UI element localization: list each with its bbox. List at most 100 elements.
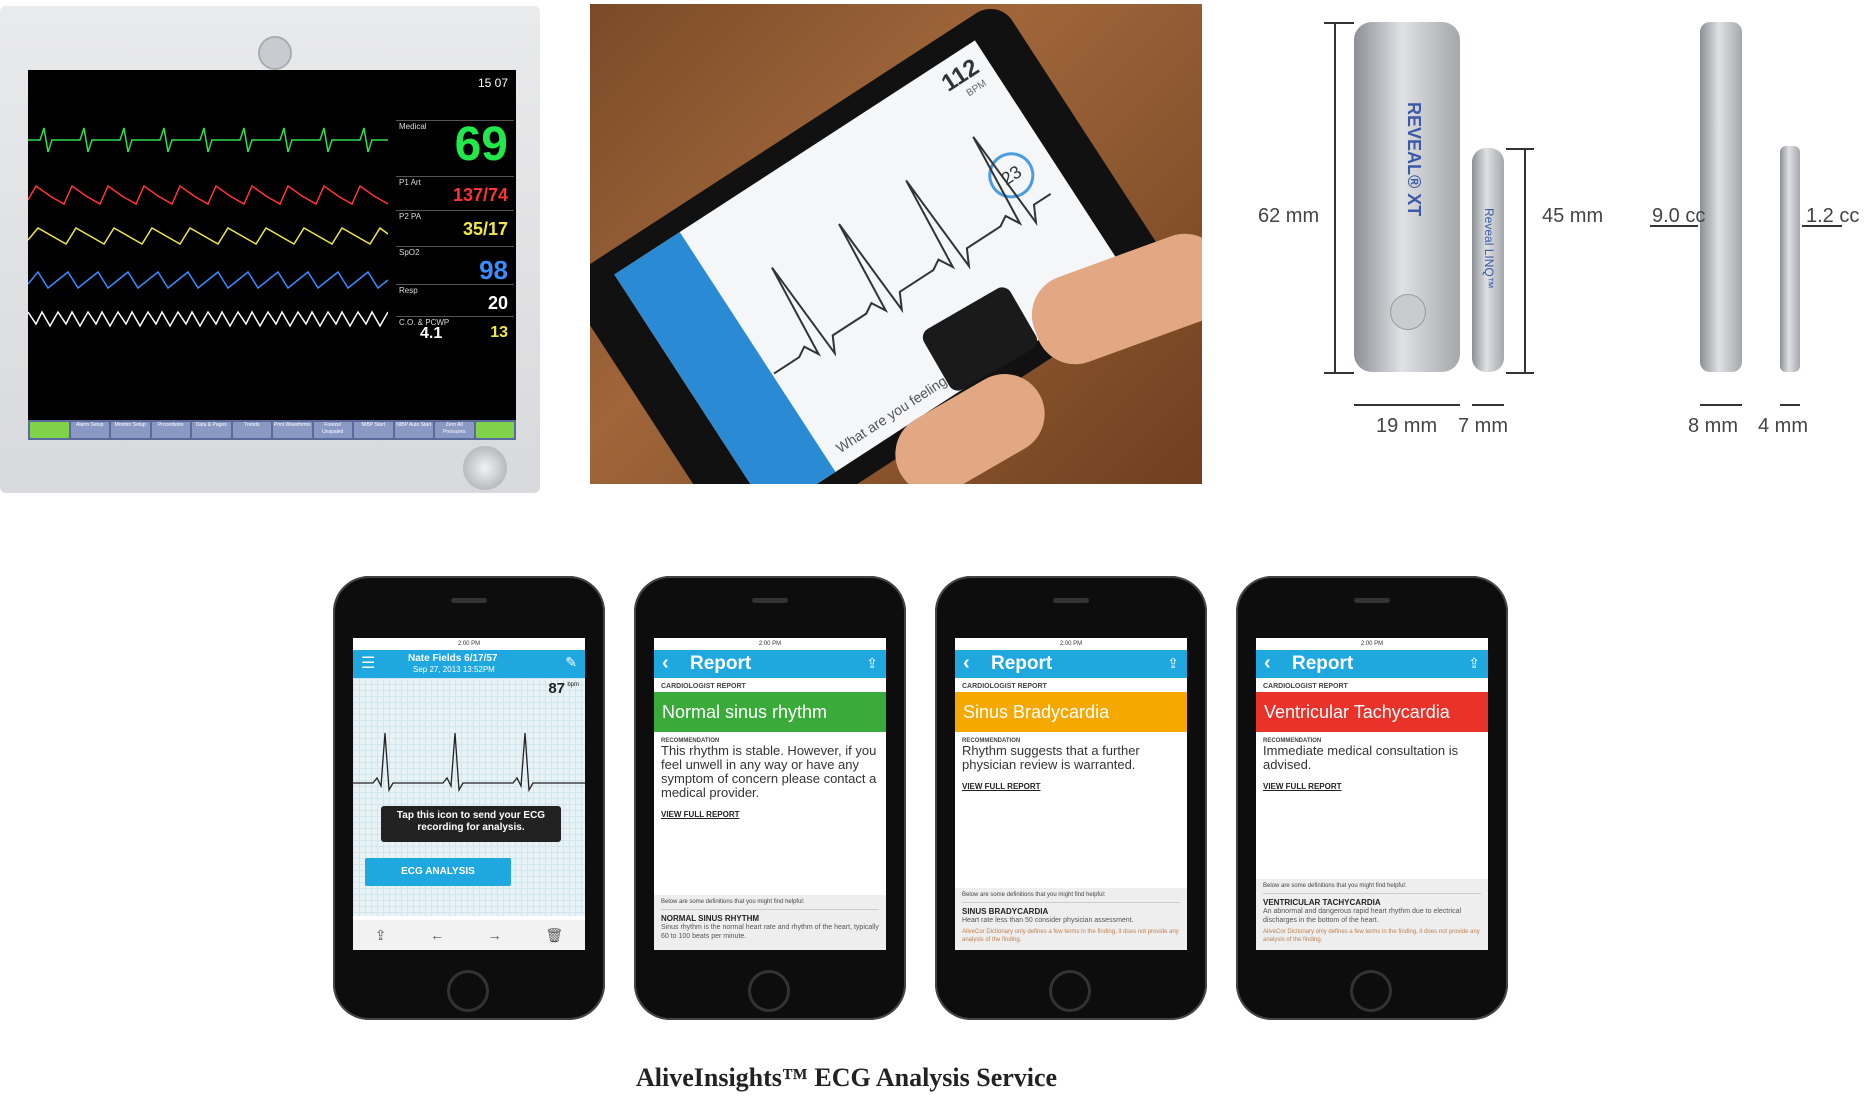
back-icon[interactable]: ‹: [1264, 652, 1271, 674]
recording-date: Sep 27, 2013 13:52PM: [413, 665, 495, 674]
home-button[interactable]: [1049, 970, 1091, 1012]
tablet-device: 112 BPM 23 What are you feeling?: [590, 4, 1178, 484]
share-icon[interactable]: ⇪: [1167, 655, 1179, 671]
share-icon[interactable]: ⇪: [1468, 655, 1480, 671]
home-button[interactable]: [447, 970, 489, 1012]
view-full-report-link[interactable]: VIEW FULL REPORT: [661, 810, 740, 819]
recommendation-text: Rhythm suggests that a further physician…: [962, 743, 1140, 772]
dictionary-note: AliveCor Dictionary only defines a few t…: [1263, 929, 1480, 943]
arrow-1cc: [1802, 225, 1842, 227]
report-header: ‹Report⇪: [955, 650, 1187, 678]
definition-term: SINUS BRADYCARDIA: [962, 907, 1049, 916]
dim-7mm: 7 mm: [1458, 415, 1508, 437]
cardiologist-report-label: CARDIOLOGIST REPORT: [962, 683, 1047, 690]
bpm-unit: bpm: [567, 682, 579, 688]
monitor-softkey[interactable]: NIBP Start: [354, 422, 393, 438]
phone-toolbar: ⇪ ← → 🗑: [353, 920, 585, 950]
prev-arrow-icon[interactable]: ←: [430, 927, 445, 943]
cardiologist-report-label: CARDIOLOGIST REPORT: [1263, 683, 1348, 690]
monitor-softkey[interactable]: Alarm Setup: [70, 422, 109, 438]
definitions-intro: Below are some definitions that you migh…: [661, 899, 879, 910]
dim-line-7: [1472, 404, 1504, 406]
monitor-softkey[interactable]: [30, 422, 69, 438]
diagnosis-banner: Ventricular Tachycardia: [1256, 692, 1488, 732]
monitor-softkey[interactable]: Freeze/ Unspaled: [313, 422, 352, 438]
reveal-linq-device: Reveal LINQ™: [1472, 148, 1504, 372]
monitor-softkey[interactable]: Monitor Setup: [111, 422, 150, 438]
vital-label: C.O. & PCWP: [399, 318, 450, 327]
monitor-trim-knob: [463, 446, 507, 490]
ecg-analysis-button[interactable]: ECG ANALYSIS: [365, 858, 511, 886]
spo2-waveform: [28, 270, 388, 290]
ge-logo-icon: [258, 36, 292, 70]
dim-62mm: 62 mm: [1258, 205, 1320, 227]
monitor-softkey[interactable]: Data & Pages: [192, 422, 231, 438]
monitor-softkey[interactable]: Trends: [232, 422, 271, 438]
device-window-icon: [1390, 294, 1426, 330]
status-bar: 2:00 PM: [955, 638, 1187, 650]
dictionary-note: AliveCor Dictionary only defines a few t…: [962, 929, 1179, 943]
share-icon[interactable]: ⇪: [866, 655, 878, 671]
dim-line-62: [1334, 22, 1336, 372]
back-icon[interactable]: ‹: [662, 652, 669, 674]
monitor-softkey[interactable]: NIBP Auto Start: [394, 422, 433, 438]
vital-value: 4.1: [420, 325, 443, 342]
reveal-linq-side-view: [1780, 146, 1800, 372]
vital-box: P2 PA 35/17: [396, 210, 514, 243]
phone-speaker: [1354, 598, 1390, 603]
monitor-softkey[interactable]: Print Waveforms: [273, 422, 312, 438]
vital-value: 35/17: [462, 219, 508, 239]
definition-term: NORMAL SINUS RHYTHM: [661, 914, 760, 923]
definition-text: Heart rate less than 50 consider physici…: [962, 917, 1134, 924]
share-icon[interactable]: ⇪: [374, 926, 387, 943]
resp-waveform: [28, 310, 388, 328]
pa-waveform: [28, 226, 388, 246]
bpm-value: 87: [548, 680, 565, 697]
tablet-screen: 112 BPM 23 What are you feeling?: [614, 40, 1131, 484]
vital-label: Medical: [399, 122, 427, 131]
reveal-xt-side-view: [1700, 22, 1742, 372]
home-button[interactable]: [748, 970, 790, 1012]
vital-label: Resp: [399, 286, 418, 295]
vital-value: 98: [479, 255, 508, 285]
status-bar: 2:00 PM: [353, 638, 585, 650]
edit-icon[interactable]: ✎: [565, 654, 577, 670]
trash-icon[interactable]: 🗑: [545, 926, 564, 943]
ecg-tooltip: Tap this icon to send your ECG recording…: [381, 806, 561, 842]
phone-3: 2:00 PM‹Report⇪ CARDIOLOGIST REPORT Sinus …: [935, 576, 1207, 1020]
back-icon[interactable]: ‹: [963, 652, 970, 674]
definition-text: Sinus rhythm is the normal heart rate an…: [661, 924, 879, 940]
monitor-clock: 15 07: [477, 76, 508, 90]
vital-label: P2 PA: [399, 212, 422, 221]
home-button[interactable]: [1350, 970, 1392, 1012]
dim-line-4: [1780, 404, 1800, 406]
view-full-report-link[interactable]: VIEW FULL REPORT: [1263, 782, 1342, 791]
monitor-softkey[interactable]: Procedures: [151, 422, 190, 438]
reveal-xt-label: REVEAL® XT: [1404, 102, 1424, 217]
view-full-report-link[interactable]: VIEW FULL REPORT: [962, 782, 1041, 791]
dim-19mm: 19 mm: [1376, 415, 1438, 437]
phone-speaker: [451, 598, 487, 603]
monitor-softkey[interactable]: Zero All Pressures: [435, 422, 474, 438]
next-arrow-icon[interactable]: →: [487, 927, 502, 943]
dim-1cc: 1.2 cc: [1806, 205, 1860, 227]
dim-4mm: 4 mm: [1758, 415, 1808, 437]
definitions-box: Below are some definitions that you migh…: [955, 888, 1187, 950]
diagnosis-banner: Sinus Bradycardia: [955, 692, 1187, 732]
monitor-softkey[interactable]: [475, 422, 514, 438]
vital-value: 13: [490, 324, 508, 341]
report-title: Report: [1292, 653, 1354, 674]
dim-9cc: 9.0 cc: [1652, 205, 1706, 227]
recommendation-label: RECOMMENDATION: [661, 738, 720, 744]
report-title: Report: [690, 653, 752, 674]
menu-icon[interactable]: ☰: [361, 655, 376, 672]
